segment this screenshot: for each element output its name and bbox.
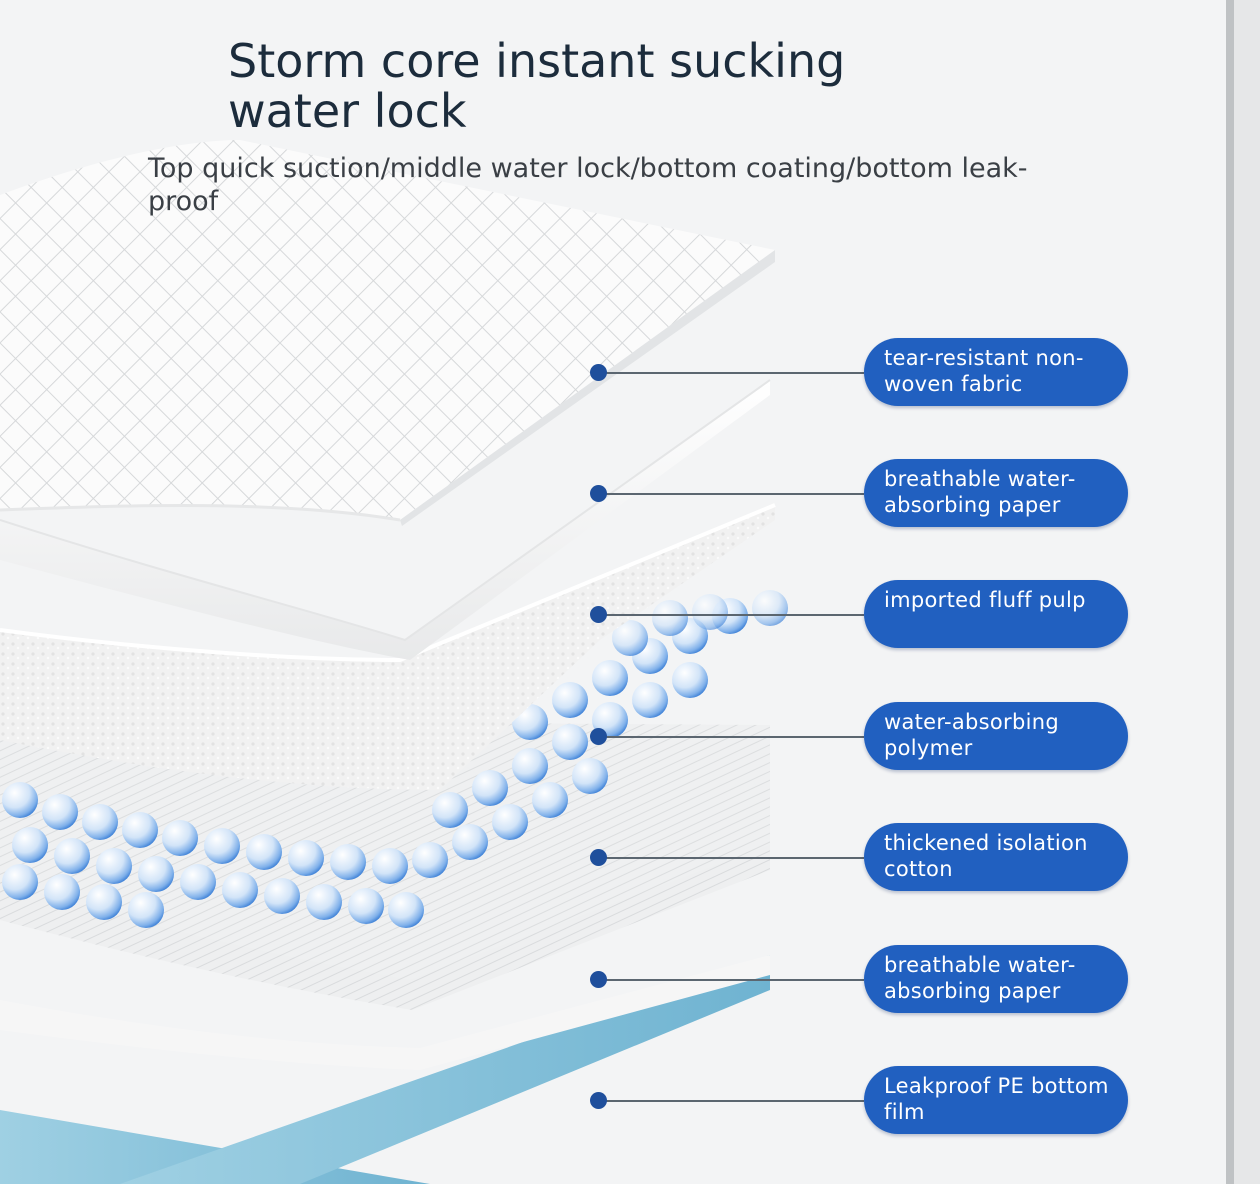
leader-line <box>598 372 864 374</box>
marker-dot <box>590 1092 607 1109</box>
bottom-paper-layer <box>0 955 770 1070</box>
label-pe-bottom-film: Leakproof PE bottom film <box>864 1066 1128 1134</box>
page-title: Storm core instant sucking water lock <box>228 34 846 138</box>
label-water-absorbing-polymer: water-absorbing polymer <box>864 702 1128 770</box>
top-nonwoven-layer <box>0 140 775 520</box>
fluff-pulp-layer <box>0 505 775 790</box>
top-paper-layer <box>0 380 770 660</box>
page-subtitle: Top quick suction/middle water lock/bott… <box>148 153 1028 217</box>
leader-line <box>598 979 864 981</box>
polymer-beads <box>2 590 788 928</box>
leader-line <box>598 1100 864 1102</box>
leader-line <box>598 736 864 738</box>
marker-dot <box>590 971 607 988</box>
leader-line <box>598 857 864 859</box>
label-isolation-cotton: thickened isolation cotton <box>864 823 1128 891</box>
label-tear-resistant-nonwoven: tear-resistant non-woven fabric <box>864 338 1128 406</box>
marker-dot <box>590 728 607 745</box>
label-breathable-paper-bottom: breathable water-absorbing paper <box>864 945 1128 1013</box>
marker-dot <box>590 849 607 866</box>
marker-dot <box>590 606 607 623</box>
marker-dot <box>590 485 607 502</box>
leader-line <box>598 493 864 495</box>
marker-dot <box>590 364 607 381</box>
right-edge-bar <box>1226 0 1260 1184</box>
label-breathable-paper-top: breathable water-absorbing paper <box>864 459 1128 527</box>
leader-line <box>598 614 864 616</box>
label-fluff-pulp: imported fluff pulp <box>864 580 1128 648</box>
